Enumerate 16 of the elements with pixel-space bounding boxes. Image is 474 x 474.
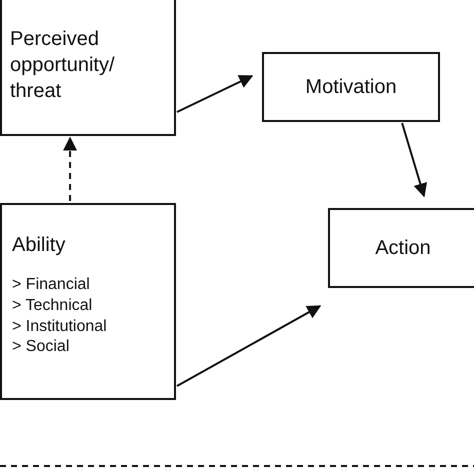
arrow xyxy=(63,136,78,201)
arrow xyxy=(401,122,428,198)
process-box xyxy=(328,208,474,288)
arrow xyxy=(176,305,322,387)
box-title: Ability xyxy=(12,233,66,257)
list-item: > Social xyxy=(12,337,70,358)
process-box xyxy=(262,52,440,122)
list-item: > Institutional xyxy=(12,316,107,337)
list-item: > Financial xyxy=(12,275,90,295)
box-title: Action xyxy=(375,236,431,260)
process-box xyxy=(0,0,176,136)
box-title: Perceived opportunity/ threat xyxy=(10,27,116,104)
box-title: Motivation xyxy=(305,75,397,99)
list-item: > Technical xyxy=(12,296,92,316)
arrow xyxy=(176,75,254,113)
process-box xyxy=(0,203,176,400)
